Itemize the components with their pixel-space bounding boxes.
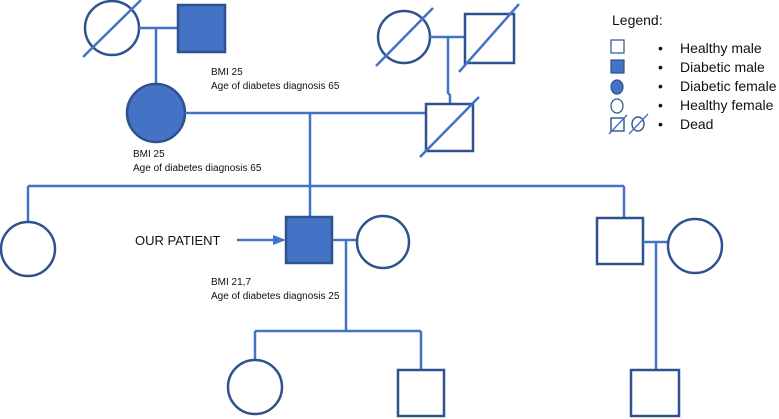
patient-spouse-healthy	[355, 214, 411, 270]
legend-item-healthy-male: • Healthy male	[610, 39, 762, 56]
legend-slashed-symbols	[608, 113, 649, 135]
brother-spouse-healthy	[666, 217, 724, 275]
mother-diabetic	[125, 82, 187, 144]
legend-item-diabetic-male: • Diabetic male	[610, 59, 765, 75]
legend-bullet: •	[658, 116, 663, 132]
legend-label: Diabetic male	[680, 59, 765, 75]
legend-open-circle-symbol	[610, 98, 624, 114]
legend-item-diabetic-female: • Diabetic female	[610, 78, 777, 95]
patient-label: OUR PATIENT	[135, 233, 221, 248]
patient-arrow-head	[273, 235, 286, 245]
grandfather-age-diagnosis: Age of diabetes diagnosis 65	[211, 81, 340, 92]
legend-bullet: •	[658, 59, 663, 75]
nephew-healthy	[629, 368, 681, 418]
paternal-grandmother-deceased	[375, 7, 434, 67]
sister-healthy	[0, 220, 57, 278]
legend-title: Legend:	[612, 12, 663, 28]
legend-label: Healthy female	[680, 97, 774, 113]
legend-filled-circle-symbol	[610, 79, 624, 95]
patient-age-diagnosis: Age of diabetes diagnosis 25	[211, 291, 340, 302]
legend-item-dead: • Dead	[608, 113, 713, 135]
legend-label: Dead	[680, 116, 713, 132]
paternal-grandfather-deceased	[458, 3, 520, 73]
mother-bmi: BMI 25	[133, 149, 165, 160]
legend-bullet: •	[658, 78, 663, 94]
patient-diabetic-male	[284, 215, 334, 265]
mother-age-diagnosis: Age of diabetes diagnosis 65	[133, 163, 262, 174]
legend-bullet: •	[658, 97, 663, 113]
legend-label: Healthy male	[680, 40, 762, 56]
legend-label: Diabetic female	[680, 78, 777, 94]
maternal-grandfather-diabetic	[176, 3, 227, 54]
patient-daughter-healthy	[226, 358, 284, 416]
grandfather-bmi: BMI 25	[211, 67, 243, 78]
father-deceased	[419, 96, 480, 158]
legend-filled-square-symbol	[610, 59, 625, 74]
legend-bullet: •	[658, 40, 663, 56]
legend: Legend: • Healthy male • Diabetic male •…	[608, 12, 777, 135]
legend-item-healthy-female: • Healthy female	[610, 97, 774, 114]
patient-son-healthy	[396, 368, 446, 418]
legend-open-square-symbol	[610, 39, 625, 54]
brother-healthy	[595, 216, 645, 266]
maternal-grandmother-deceased	[82, 0, 142, 58]
patient-bmi: BMI 21,7	[211, 277, 251, 288]
